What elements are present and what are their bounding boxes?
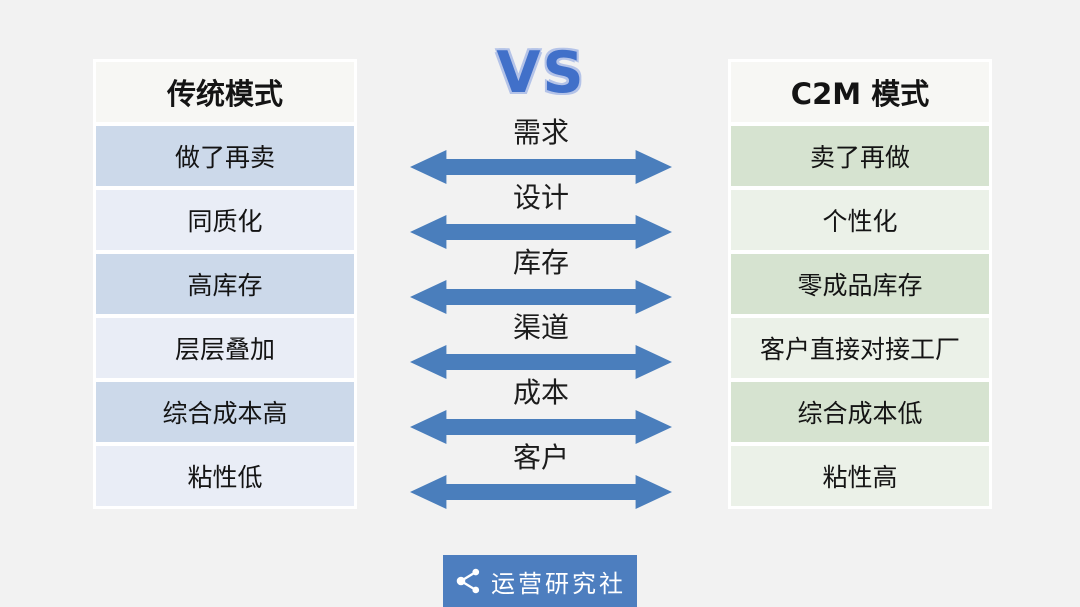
table-row: 卖了再做 (731, 126, 989, 186)
axis-label: 库存 (512, 246, 569, 279)
table-row: 个性化 (731, 190, 989, 250)
footer-logo: 运营研究社 (443, 555, 637, 607)
share-icon (456, 568, 480, 594)
axis-group: 渠道 (410, 311, 672, 379)
comparison-axes: 需求 设计 库存 渠道 成本 客户 (410, 116, 672, 509)
c2m-table-title: C2M 模式 (731, 62, 989, 122)
table-row: 综合成本低 (731, 382, 989, 442)
axis-label: 设计 (512, 181, 569, 214)
axis-group: 需求 (410, 116, 672, 184)
axis-group: 设计 (410, 181, 672, 249)
axis-label: 需求 (512, 116, 569, 149)
table-row: 零成品库存 (731, 254, 989, 314)
table-row: 同质化 (96, 190, 354, 250)
c2m-model-table: C2M 模式 卖了再做 个性化 零成品库存 客户直接对接工厂 综合成本低 粘性高 (728, 59, 992, 509)
traditional-model-table: 传统模式 做了再卖 同质化 高库存 层层叠加 综合成本高 粘性低 (93, 59, 357, 509)
table-row: 层层叠加 (96, 318, 354, 378)
axis-label: 渠道 (512, 311, 569, 344)
axis-label: 成本 (512, 376, 569, 409)
axis-group: 成本 (410, 376, 672, 444)
axis-label: 客户 (512, 441, 569, 474)
double-arrow-icon (410, 410, 672, 444)
table-row: 客户直接对接工厂 (731, 318, 989, 378)
axis-group: 客户 (410, 441, 672, 509)
traditional-table-title: 传统模式 (96, 62, 354, 122)
axis-group: 库存 (410, 246, 672, 314)
table-row: 粘性低 (96, 446, 354, 506)
vs-heading: VS (496, 40, 586, 106)
logo-text: 运营研究社 (491, 569, 626, 598)
double-arrow-icon (410, 280, 672, 314)
double-arrow-icon (410, 345, 672, 379)
table-row: 综合成本高 (96, 382, 354, 442)
double-arrow-icon (410, 475, 672, 509)
table-row: 做了再卖 (96, 126, 354, 186)
double-arrow-icon (410, 215, 672, 249)
table-row: 粘性高 (731, 446, 989, 506)
table-row: 高库存 (96, 254, 354, 314)
double-arrow-icon (410, 150, 672, 184)
